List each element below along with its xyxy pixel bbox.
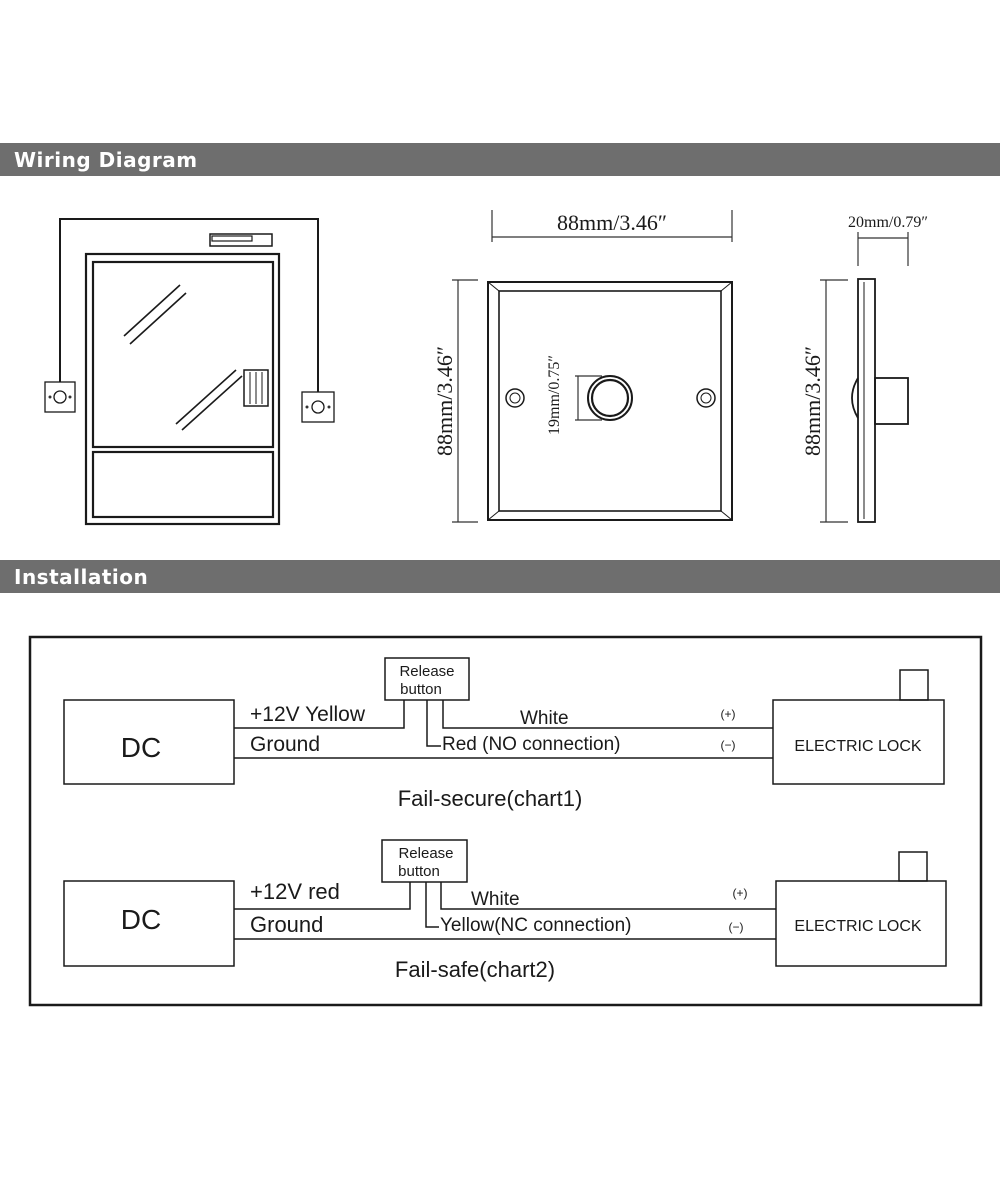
- chart2-ground-label: Ground: [250, 912, 323, 937]
- chart2-dc-label: DC: [121, 904, 161, 935]
- chart2-release-label-2: button: [398, 863, 440, 880]
- side-plate: [857, 278, 876, 523]
- wall-button-right-knob: [311, 400, 325, 414]
- chart2-lock-bolt: [898, 851, 928, 882]
- section-title-installation: Installation: [14, 565, 149, 589]
- door-glass-panel: [91, 260, 275, 449]
- door-wiring-illustration: [44, 218, 335, 526]
- release-button-outer: [587, 375, 633, 421]
- plate-screw-left-inner: [509, 392, 521, 404]
- plate-bevel: [720, 510, 733, 521]
- plate-bevel: [487, 281, 500, 292]
- door-frame: [84, 252, 281, 526]
- screw-dot: [327, 405, 331, 409]
- chart1-release-label-1: Release: [399, 663, 454, 680]
- side-button-front: [851, 377, 859, 419]
- chart1-dc-label: DC: [121, 732, 161, 763]
- button-diameter-label: 19mm/0.75″: [546, 355, 563, 435]
- chart1-positive-wire: [234, 700, 405, 729]
- chart1-ground-label: Ground: [250, 733, 320, 756]
- chart1-release-label-2: button: [400, 681, 442, 698]
- top-lock-bolt: [211, 235, 253, 242]
- door-lower-panel: [91, 450, 275, 519]
- chart2-white-label: White: [471, 889, 520, 910]
- section-title-wiring: Wiring Diagram: [14, 148, 198, 172]
- chart1-lock-box: [772, 699, 945, 785]
- chart2-release-button-box: [381, 839, 468, 883]
- chart1-dc-box: [63, 699, 235, 785]
- chart1-positive-label: +12V Yellow: [250, 703, 366, 726]
- chart1-lock-bolt: [899, 669, 929, 701]
- chart2-fail-safe: DC Release button +12V red Ground White …: [63, 839, 947, 982]
- wiring-loop: [59, 218, 319, 392]
- plate-screw-left: [505, 388, 525, 408]
- front-view-dimensions: 88mm/3.46″ 88mm/3.46″ 19mm/0.75″: [432, 210, 733, 523]
- door-handle: [243, 369, 269, 407]
- installation-frame: [28, 635, 983, 1007]
- chart2-switch-label: Yellow(NC connection): [440, 915, 632, 936]
- front-width-label: 88mm/3.46″: [557, 210, 667, 235]
- glass-reflection: [123, 284, 181, 337]
- screw-dot: [305, 405, 309, 409]
- chart2-white-wire: [440, 882, 776, 910]
- chart2-dc-box: [63, 880, 235, 967]
- wall-button-left: [44, 381, 76, 413]
- side-height-label: 88mm/3.46″: [800, 346, 825, 456]
- chart2-lock-label: ELECTRIC LOCK: [794, 918, 921, 935]
- front-plate-outer: [487, 281, 733, 521]
- screw-dot: [48, 395, 52, 399]
- chart1-white-wire: [442, 700, 773, 729]
- chart2-positive-label: +12V red: [250, 879, 340, 904]
- chart1-caption: Fail-secure(chart1): [398, 786, 583, 811]
- chart2-lock-box: [775, 880, 947, 967]
- plate-screw-right-inner: [700, 392, 712, 404]
- chart2-minus-sign: (−): [729, 920, 744, 934]
- plate-screw-right: [696, 388, 716, 408]
- chart1-white-label: White: [520, 708, 569, 729]
- screw-dot: [68, 395, 72, 399]
- glass-reflection: [181, 375, 243, 431]
- glass-reflection: [129, 292, 187, 345]
- plate-bevel: [487, 510, 500, 521]
- chart1-lock-label: ELECTRIC LOCK: [794, 738, 921, 755]
- chart1-switch-label: Red (NO connection): [442, 734, 620, 755]
- chart1-plus-sign: (+): [721, 707, 736, 721]
- chart2-plus-sign: (+): [733, 886, 748, 900]
- section-header-installation: Installation: [0, 560, 1000, 593]
- wall-button-left-knob: [53, 390, 67, 404]
- top-lock: [209, 233, 273, 247]
- chart2-switch-wire: [425, 882, 439, 928]
- front-plate-inner: [498, 290, 722, 512]
- side-housing: [874, 377, 909, 425]
- plate-bevel: [720, 281, 733, 292]
- chart2-caption: Fail-safe(chart2): [395, 957, 555, 982]
- wall-button-right: [301, 391, 335, 423]
- chart2-positive-wire: [234, 882, 411, 910]
- glass-reflection: [175, 369, 237, 425]
- chart1-fail-secure: DC Release button +12V Yellow Ground Whi…: [63, 657, 945, 811]
- chart1-minus-sign: (−): [721, 738, 736, 752]
- side-depth-label: 20mm/0.79″: [848, 214, 928, 231]
- front-height-label: 88mm/3.46″: [432, 346, 457, 456]
- release-button-inner: [590, 378, 630, 418]
- side-view-dimensions: 20mm/0.79″ 88mm/3.46″: [800, 214, 928, 523]
- section-header-wiring: Wiring Diagram: [0, 143, 1000, 176]
- chart1-switch-wire: [426, 700, 441, 747]
- chart2-release-label-1: Release: [398, 845, 453, 862]
